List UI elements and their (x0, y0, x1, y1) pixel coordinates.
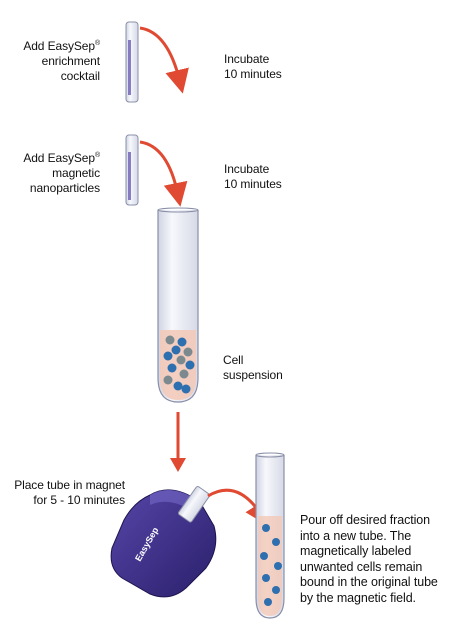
final-line4: unwanted cells remain (300, 559, 423, 574)
sample-tube-icon (157, 207, 199, 403)
incubate-line1: Incubate (224, 162, 270, 176)
final-line6: by the magnetic field. (300, 590, 416, 605)
incubate-line2: 10 minutes (224, 67, 282, 81)
step2-incubate-label: Incubate 10 minutes (224, 162, 282, 192)
cell-suspension-label: Cell suspension (223, 353, 283, 383)
down-arrow (170, 412, 186, 472)
pour-arrow (207, 488, 269, 527)
step1-incubate-label: Incubate 10 minutes (224, 52, 282, 82)
step2-line3: nanoparticles (29, 181, 100, 195)
final-line3: magnetically labeled (300, 544, 412, 558)
registered-mark: ® (94, 152, 100, 159)
cell-line2: suspension (223, 368, 283, 382)
cell-particles (163, 335, 195, 394)
final-line5: bound in the original tube (300, 575, 438, 589)
nanoparticle-vial-icon (125, 134, 139, 206)
step2-line2: magnetic (52, 166, 100, 180)
step2-line1: Add EasySep (23, 151, 95, 165)
new-tube-icon (255, 452, 285, 619)
cocktail-vial-icon (125, 21, 139, 103)
step1-line2: enrichment (41, 54, 100, 68)
step1-line1: Add EasySep (23, 39, 95, 53)
registered-mark: ® (94, 40, 100, 47)
labeled-cells (260, 524, 282, 606)
magnet-line2: for 5 - 10 minutes (33, 493, 125, 507)
magnet-line1: Place tube in magnet (14, 478, 125, 492)
final-step-label: Pour off desired fraction into a new tub… (300, 513, 438, 606)
step2-curved-arrow (139, 140, 188, 207)
incubate-line2: 10 minutes (224, 177, 282, 191)
magnet-step-label: Place tube in magnet for 5 - 10 minutes (0, 478, 125, 508)
step1-curved-arrow (139, 26, 189, 94)
final-line1: Pour off desired fraction (300, 513, 430, 527)
incubate-line1: Incubate (224, 52, 270, 66)
step2-add-label: Add EasySep® magnetic nanoparticles (0, 151, 100, 196)
step1-line3: cocktail (60, 69, 100, 83)
final-line2: into a new tube. The (300, 528, 412, 543)
step1-add-label: Add EasySep® enrichment cocktail (0, 39, 100, 84)
easysep-magnet-icon: EasySep (110, 486, 217, 598)
cell-line1: Cell (223, 353, 244, 367)
